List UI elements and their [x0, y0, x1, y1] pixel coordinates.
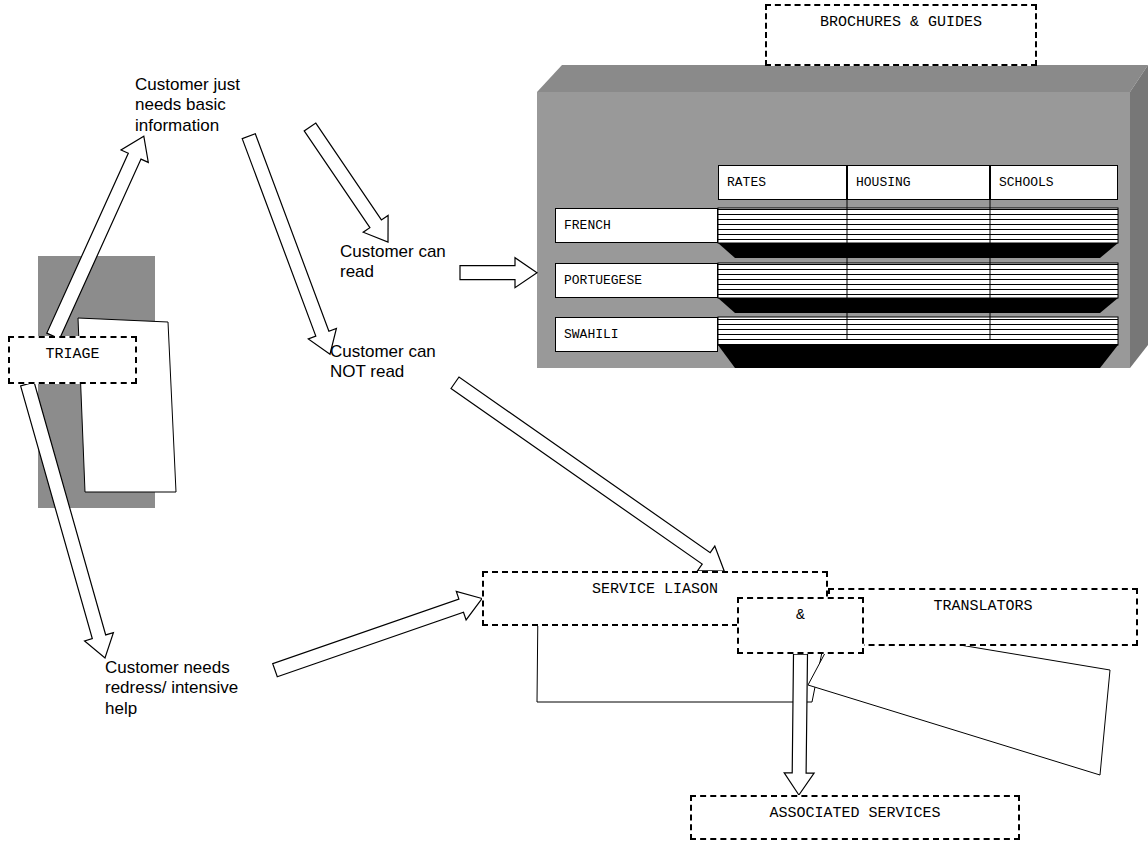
column-header: SCHOOLS: [990, 165, 1118, 200]
block-arrow: [273, 592, 482, 677]
row-label: SWAHILI: [555, 317, 718, 352]
rack-heading: BROCHURES & GUIDES: [820, 14, 982, 31]
ampersand-box: &: [737, 597, 864, 654]
node-text: Customer can read: [340, 242, 460, 283]
rack-heading-box: BROCHURES & GUIDES: [765, 4, 1037, 66]
rack-top: [537, 65, 1148, 92]
block-arrow: [784, 654, 814, 795]
shelf-lip: [718, 243, 1118, 258]
block-arrow: [451, 377, 724, 571]
row-label: PORTUEGESE: [555, 263, 718, 298]
shelf-stripes: [718, 317, 1118, 345]
node-text: Customer just needs basic information: [135, 75, 285, 136]
node-text: HOUSING: [856, 175, 911, 190]
shelf-lip: [718, 345, 1118, 368]
column-divider: [847, 200, 848, 340]
column-divider: [990, 200, 991, 340]
row-label: FRENCH: [555, 208, 718, 243]
shelf-lip: [718, 298, 1118, 313]
flow-step-text: Customer just needs basic information: [135, 75, 310, 136]
associated-services-label: ASSOCIATED SERVICES: [690, 795, 1020, 840]
node-text: Customer needs redress/ intensive help: [105, 658, 275, 719]
translators-label: TRANSLATORS: [828, 588, 1138, 646]
rack-front: [537, 92, 1130, 368]
column-header: RATES: [718, 165, 847, 200]
node-text: &: [796, 607, 805, 624]
node-text: SWAHILI: [564, 327, 619, 342]
shelf-stripes: [718, 208, 1118, 243]
block-arrow: [304, 123, 388, 242]
brochure-rack: BROCHURES & GUIDESRATESHOUSINGSCHOOLSFRE…: [537, 65, 1148, 370]
node-text: SERVICE LIASON: [592, 581, 718, 598]
node-text: Customer can NOT read: [330, 342, 455, 383]
shelf-stripes: [718, 263, 1118, 298]
column-header: HOUSING: [847, 165, 990, 200]
node-text: TRIAGE: [45, 346, 99, 363]
node-text: FRENCH: [564, 218, 611, 233]
block-arrow: [242, 134, 336, 355]
flow-step-text: Customer can read: [340, 242, 460, 283]
node-text: ASSOCIATED SERVICES: [769, 805, 940, 822]
block-arrow: [460, 258, 537, 288]
node-text: SCHOOLS: [999, 175, 1054, 190]
triage-label: TRIAGE: [8, 336, 137, 384]
node-text: RATES: [727, 175, 766, 190]
flow-step-text: Customer can NOT read: [330, 342, 455, 383]
block-arrow: [21, 382, 114, 658]
flow-step-text: Customer needs redress/ intensive help: [105, 658, 275, 719]
block-arrow: [47, 136, 149, 339]
node-text: PORTUEGESE: [564, 273, 642, 288]
node-text: TRANSLATORS: [933, 598, 1032, 615]
rack-side: [1130, 65, 1148, 368]
